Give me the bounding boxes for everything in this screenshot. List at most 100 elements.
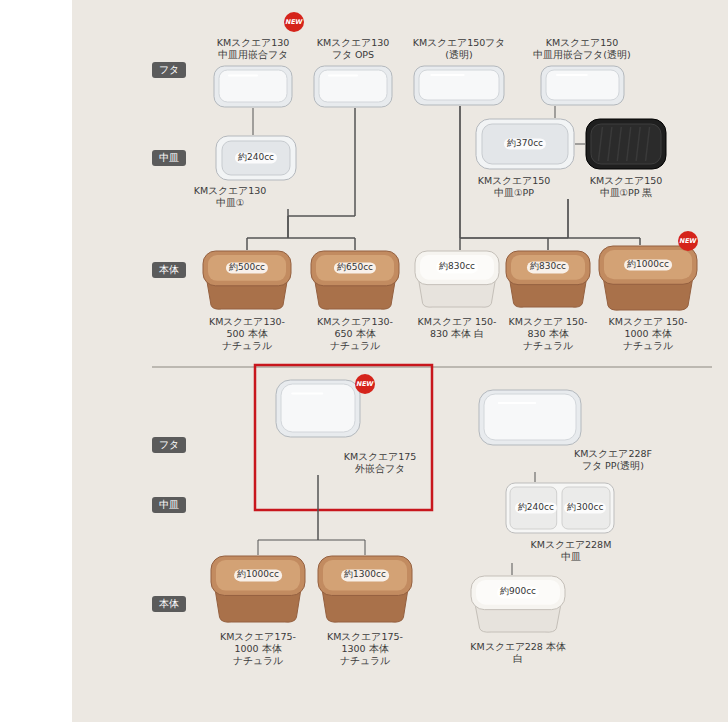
capacity-label: 約370cc <box>504 138 546 149</box>
container-illustration <box>470 575 566 633</box>
product-picture <box>313 64 393 108</box>
tree-connector <box>555 106 556 118</box>
tray-rib <box>636 127 640 161</box>
container-illustration <box>202 250 292 310</box>
new-badge: NEW <box>284 12 304 32</box>
badge-text: NEW <box>355 374 375 394</box>
product-item: 約830ccKMスクエア 150-830 本体 白 <box>414 250 500 340</box>
body-interior <box>511 255 585 280</box>
tray-rim <box>216 136 296 180</box>
container-illustration <box>540 64 625 106</box>
product-caption: KMスクエア130 フタ OPS <box>313 37 393 61</box>
container-illustration <box>313 64 393 108</box>
product-caption: KMスクエア 150-1000 本体 ナチュラル <box>598 316 698 352</box>
tree-connector <box>575 144 585 145</box>
product-caption: KMスクエア150 中皿用嵌合フタ(透明) <box>530 37 634 61</box>
tray-well <box>482 124 568 164</box>
tree-connector <box>253 108 254 135</box>
body-interior <box>323 560 407 590</box>
lid-shine <box>329 74 357 76</box>
product-picture <box>210 555 306 623</box>
tree-connector <box>568 199 640 245</box>
lid-shine <box>431 74 463 76</box>
product-item: 約370ccKMスクエア150 中皿①PP <box>470 118 575 199</box>
product-caption: KMスクエア 150-830 本体 ナチュラル <box>505 316 591 352</box>
lid-top <box>319 70 387 102</box>
lid-outline <box>314 66 392 107</box>
body-interior <box>216 560 300 590</box>
product-picture <box>413 64 505 106</box>
tree-connector <box>535 472 536 482</box>
product-caption: KMスクエア150 中皿①PP <box>470 175 558 199</box>
lid-top <box>484 394 576 440</box>
body-interior <box>420 255 494 280</box>
lid-outline <box>276 380 360 437</box>
body-rim <box>211 556 305 595</box>
row-label-tab: 中皿 <box>152 150 186 166</box>
tray-well <box>591 124 661 164</box>
product-item: 約1000ccKMスクエア175-1000 本体 ナチュラル <box>210 555 306 667</box>
container-illustration <box>505 250 591 308</box>
product-caption: KMスクエア228M 中皿 <box>525 539 617 563</box>
row-label-text: 中皿 <box>152 497 186 513</box>
product-caption: KMスクエア130-650 本体 ナチュラル <box>308 316 402 352</box>
tray-well <box>222 141 290 175</box>
tree-connector <box>512 563 513 575</box>
product-item: 約1300ccKMスクエア175-1300 本体 ナチュラル <box>317 555 413 667</box>
product-item: 約500ccKMスクエア130-500 本体 ナチュラル <box>200 250 294 352</box>
product-caption: KMスクエア175-1000 本体 ナチュラル <box>210 631 306 667</box>
container-illustration <box>213 64 293 108</box>
product-caption: KMスクエア130 中皿① <box>190 185 270 209</box>
product-caption: KMスクエア175 外嵌合フタ <box>335 451 425 475</box>
lid-shine <box>499 402 535 404</box>
lid-shine <box>557 74 587 76</box>
product-caption: KMスクエア150 中皿①PP 黒 <box>585 175 667 199</box>
row-label-text: 中皿 <box>152 150 186 166</box>
product-caption: KMスクエア150フタ (透明) <box>410 37 508 61</box>
tray-rim <box>506 483 614 533</box>
container-illustration <box>585 118 667 170</box>
body-rim <box>599 246 697 284</box>
capacity-label: 約900cc <box>497 587 539 598</box>
capacity-label: 約500cc <box>226 262 268 273</box>
capacity-label: 約650cc <box>334 262 376 273</box>
body-interior <box>208 255 286 281</box>
product-item: 約900ccKMスクエア228 本体 白 <box>470 575 566 665</box>
body-rim <box>203 251 291 286</box>
container-illustration <box>414 250 500 308</box>
row-label-text: フタ <box>152 62 186 78</box>
tray-rim <box>586 119 666 169</box>
lid-top <box>219 70 287 102</box>
row-label-tab: フタ <box>152 62 186 78</box>
product-picture <box>505 250 591 308</box>
product-picture <box>470 575 566 633</box>
capacity-label: 約1300cc <box>341 570 389 581</box>
product-item: 約650ccKMスクエア130-650 本体 ナチュラル <box>308 250 402 352</box>
row-label-tab: 本体 <box>152 262 186 278</box>
body-rim <box>311 251 399 286</box>
product-item: 約240ccKMスクエア130 中皿① <box>190 135 297 209</box>
product-item: KMスクエア130 中皿用嵌合フタNEW <box>208 12 298 108</box>
new-badge: NEW <box>355 374 375 394</box>
body-rim <box>471 576 565 610</box>
product-item: 約830ccKMスクエア 150-830 本体 ナチュラル <box>505 250 591 352</box>
row-label-tab: 本体 <box>152 596 186 612</box>
product-item: 約240cc約300ccKMスクエア228M 中皿 <box>505 482 617 563</box>
product-picture <box>598 245 698 311</box>
new-badge: NEW <box>678 231 698 251</box>
row-label-tab: フタ <box>152 437 186 453</box>
product-item: KMスクエア150 中皿用嵌合フタ(透明) <box>530 37 634 106</box>
container-illustration <box>275 378 361 438</box>
product-picture <box>310 250 400 310</box>
body-interior <box>316 255 394 281</box>
product-caption: KMスクエア130 中皿用嵌合フタ <box>208 37 298 61</box>
tray-rib <box>646 127 650 161</box>
product-picture <box>202 250 292 310</box>
container-illustration <box>478 388 582 446</box>
tree-connector <box>460 199 568 250</box>
product-item: KMスクエア175 外嵌合フタNEW <box>275 378 425 475</box>
lid-outline <box>479 390 581 445</box>
container-illustration <box>310 250 400 310</box>
body-interior <box>604 250 692 279</box>
